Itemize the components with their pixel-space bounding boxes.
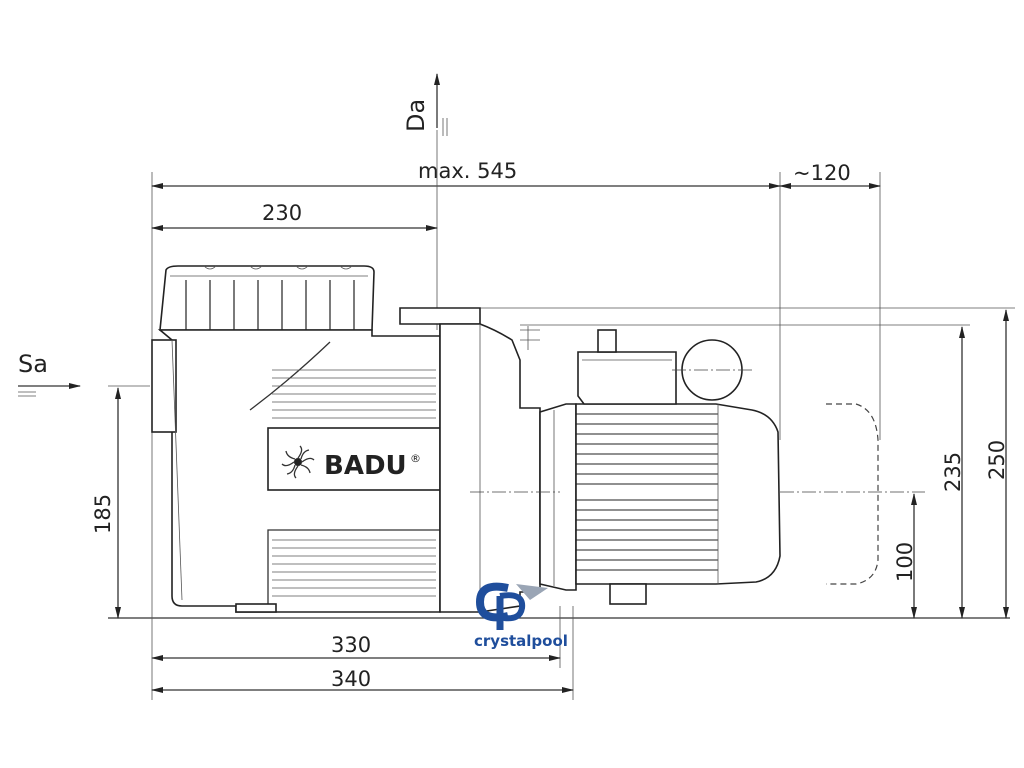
- dim-inlet-to-outlet-label: 230: [262, 201, 302, 225]
- dim-max-length: max. 545: [151, 159, 781, 620]
- outlet-marker: Da: [402, 73, 448, 136]
- motor-flange: [539, 403, 577, 591]
- outlet-label: Da: [402, 99, 430, 132]
- motor-foot: [609, 583, 647, 605]
- crystalpool-text: crystalpool: [474, 632, 568, 650]
- motor-body: [575, 403, 781, 585]
- dim-inlet-height-label: 185: [91, 494, 115, 534]
- pump-adapter: [439, 323, 541, 613]
- dim-body-height: 235: [520, 324, 970, 619]
- dim-base-330-label: 330: [331, 633, 371, 657]
- pump-foot: [235, 603, 277, 613]
- brand-registered: ®: [410, 452, 421, 465]
- motor-fins: [576, 404, 719, 584]
- fan-cover-outline: [826, 403, 879, 585]
- inlet-label: Sa: [18, 350, 48, 378]
- terminal-box: [577, 351, 677, 405]
- pump-outline: BADU ®: [151, 265, 879, 613]
- badu-logo: BADU ®: [281, 445, 421, 481]
- dim-total-height-label: 250: [985, 440, 1009, 480]
- dim-base-330: 330: [151, 606, 561, 668]
- dim-inlet-height: 185: [91, 385, 150, 619]
- inlet-stub: [151, 339, 177, 433]
- strainer-lid: [159, 265, 375, 331]
- dim-base-340-label: 340: [331, 667, 371, 691]
- inlet-marker: Sa: [18, 350, 81, 397]
- cable-gland: [597, 329, 617, 353]
- dim-body-height-label: 235: [941, 452, 965, 492]
- housing-ribs: [272, 369, 436, 597]
- dim-shaft-height-label: 100: [893, 542, 917, 582]
- dim-base-340: 340: [151, 606, 574, 700]
- dim-inlet-to-outlet: 230: [151, 130, 438, 330]
- crystalpool-logo: [475, 582, 548, 630]
- dim-motor-clearance: ~120: [779, 161, 881, 440]
- brand-name: BADU: [324, 451, 407, 481]
- crystalpool-watermark: crystalpool: [474, 582, 568, 650]
- fan-icon: [281, 445, 315, 479]
- dim-max-length-label: max. 545: [418, 159, 517, 183]
- dim-total-height: 250: [400, 307, 1015, 619]
- dim-motor-clearance-label: ~120: [793, 161, 851, 185]
